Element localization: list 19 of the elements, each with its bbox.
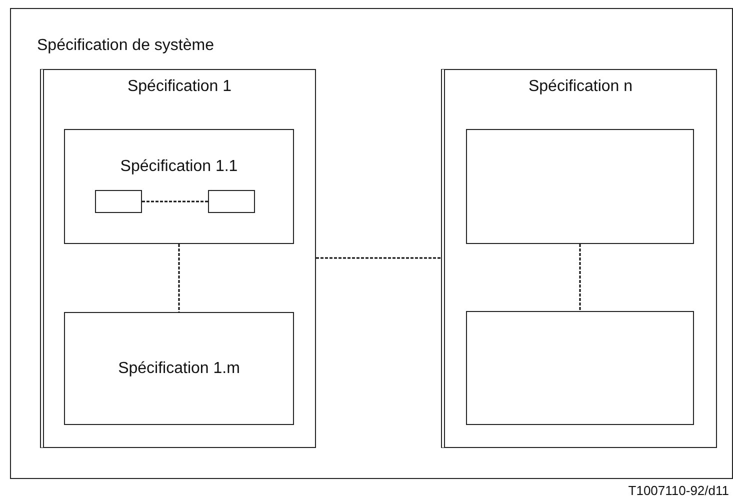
box-title: Spécification 1.1 bbox=[119, 158, 239, 176]
specification-box bbox=[441, 69, 717, 448]
box-title: Spécification n bbox=[527, 78, 634, 96]
empty-box bbox=[95, 190, 142, 213]
specification-box bbox=[10, 8, 733, 479]
empty-box bbox=[466, 311, 694, 425]
empty-box bbox=[466, 129, 694, 244]
dotted-connector bbox=[316, 257, 441, 259]
empty-box bbox=[208, 190, 255, 213]
specification-box bbox=[64, 129, 294, 244]
dotted-connector bbox=[579, 244, 581, 311]
specification-box bbox=[40, 69, 316, 448]
specification-box bbox=[64, 312, 294, 425]
box-title: Spécification de système bbox=[37, 37, 214, 55]
dotted-connector bbox=[178, 244, 180, 312]
figure-code: T1007110-92/d11 bbox=[628, 483, 729, 498]
box-title: Spécification 1 bbox=[126, 78, 233, 96]
box-title: Spécification 1.m bbox=[117, 360, 241, 378]
dotted-connector bbox=[142, 200, 208, 202]
